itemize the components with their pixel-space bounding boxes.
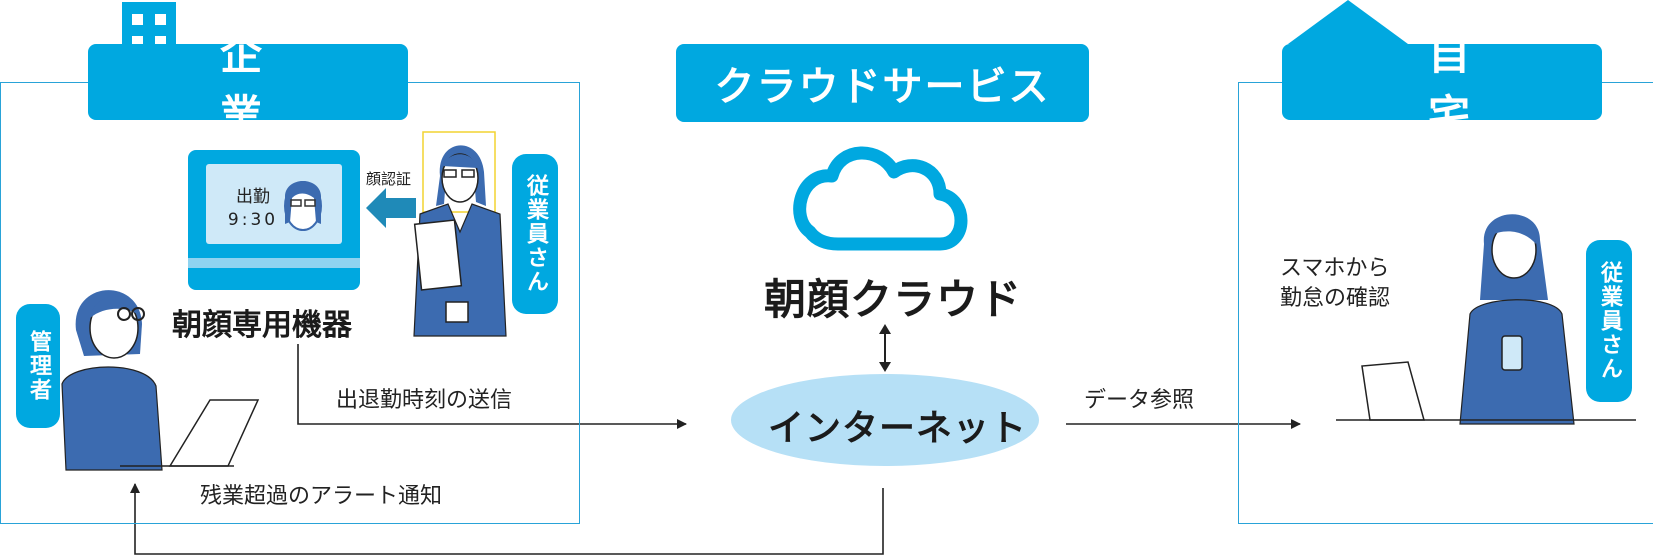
company-title: 企 業 xyxy=(220,30,293,140)
internet-label: インターネット xyxy=(768,408,1028,449)
home-employee-figure xyxy=(1336,214,1636,425)
device-name: 朝顔専用機器 xyxy=(172,308,352,343)
double-arrow-icon xyxy=(879,324,891,372)
send-arrow xyxy=(297,344,687,429)
cloud-icon xyxy=(793,146,968,251)
internet-ellipse xyxy=(731,374,1039,466)
employee-badge: 従業員さん xyxy=(512,154,558,314)
arrow-left-icon xyxy=(366,188,416,228)
admin-badge: 管理者 xyxy=(16,304,60,428)
face-auth-label: 顔認証 xyxy=(366,170,412,188)
device-screen-status: 出勤 xyxy=(236,187,270,207)
device-screen-time: 9:30 xyxy=(227,210,279,230)
employee-figure xyxy=(413,145,507,337)
home-tab: 自 宅 xyxy=(1282,30,1602,140)
home-title: 自 宅 xyxy=(1428,30,1501,140)
face-frame xyxy=(422,131,496,213)
phone-check-line2: 勤怠の確認 xyxy=(1280,286,1391,311)
cloud-service-tab: クラウドサービス xyxy=(676,44,1089,122)
overtime-alert-label: 残業超過のアラート通知 xyxy=(200,484,443,509)
cloud-name: 朝顔クラウド xyxy=(764,275,1023,324)
phone-check-label: スマホから 勤怠の確認 xyxy=(1280,254,1390,314)
attendance-device xyxy=(188,150,360,290)
data-ref-label: データ参照 xyxy=(1084,388,1195,413)
cloud-service-title: クラウドサービス xyxy=(714,64,1051,110)
home-employee-badge: 従業員さん xyxy=(1586,240,1632,402)
phone-check-line1: スマホから xyxy=(1280,256,1390,281)
company-tab: 企 業 xyxy=(88,30,408,140)
send-clock-label: 出退勤時刻の送信 xyxy=(336,388,513,413)
device-screen-text: 出勤 9:30 xyxy=(218,186,288,232)
admin-figure xyxy=(61,290,260,471)
alert-arrow xyxy=(130,483,884,555)
